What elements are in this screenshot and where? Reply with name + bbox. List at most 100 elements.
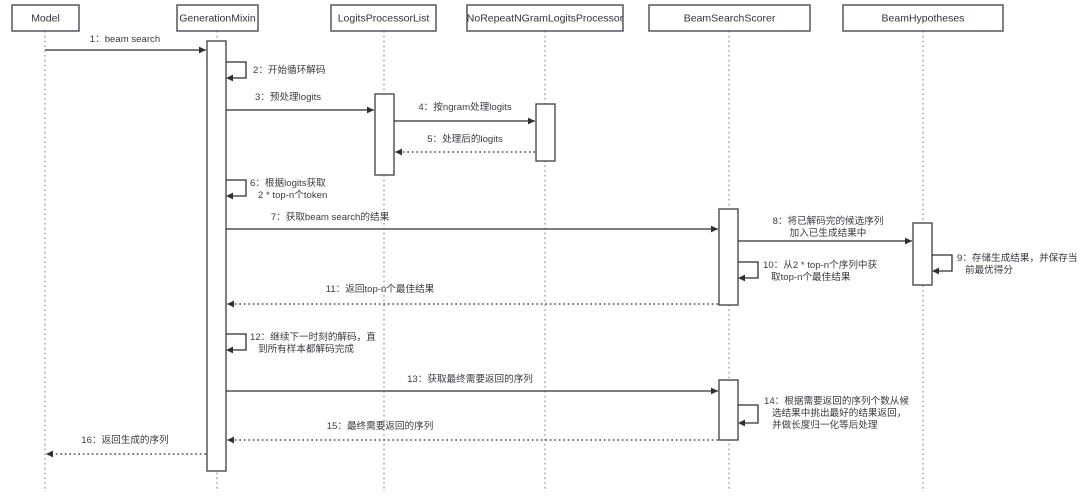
message-arrowhead-6 [226, 192, 233, 200]
message-self-line-10 [738, 261, 759, 279]
message-label-line: 取top-n个最佳结果 [771, 271, 851, 283]
message-label-line: 10：从2 * top-n个序列中获 [763, 259, 878, 271]
activation-bar-act-scorer-1 [718, 208, 739, 306]
participant-box-hypotheses [842, 4, 1004, 32]
participant-genmixin[interactable]: GenerationMixin [176, 4, 259, 32]
message-arrowhead-16 [46, 450, 53, 458]
message-label-line: 16：返回生成的序列 [81, 434, 168, 446]
participant-model[interactable]: Model [11, 4, 80, 32]
participant-label-scorer: BeamSearchScorer [684, 12, 776, 24]
message-self-line-14 [738, 404, 759, 424]
participant-norepeat[interactable]: NoRepeatNGramLogitsProcessor [466, 4, 624, 32]
participant-label-genmixin: GenerationMixin [179, 12, 256, 24]
message-label-2: 2：开始循环解码 [253, 64, 326, 76]
participant-hypotheses[interactable]: BeamHypotheses [842, 4, 1004, 32]
message-label-line: 1：beam search [90, 34, 160, 45]
message-label-line: 4：按ngram处理logits [418, 101, 512, 113]
message-8[interactable]: 8：将已解码完的候选序列加入已生成结果中 [738, 215, 912, 245]
message-label-line: 3：预处理logits [255, 91, 321, 103]
message-label-16: 16：返回生成的序列 [81, 434, 168, 446]
messages-layer: 1：beam search 2：开始循环解码 3：预处理logits 4：按ngram… [45, 34, 1077, 458]
message-self-line-2 [226, 61, 247, 79]
activation-bar-act-genmixin [206, 40, 227, 472]
message-2[interactable]: 2：开始循环解码 [226, 61, 326, 82]
message-label-line: 并做长度归一化等后处理 [772, 419, 878, 431]
message-label-11: 11：返回top-n个最佳结果 [326, 283, 435, 295]
message-label-9: 9：存储生成结果，并保存当前最优得分 [957, 252, 1077, 276]
message-arrowhead-14 [738, 419, 745, 427]
message-label-12: 12：继续下一时刻的解码，直到所有样本都解码完成 [250, 331, 376, 355]
message-arrowhead-5 [395, 148, 402, 156]
message-label-line: 选结果中挑出最好的结果返回， [772, 407, 906, 419]
participant-box-scorer [648, 4, 811, 32]
participant-scorer[interactable]: BeamSearchScorer [648, 4, 811, 32]
message-1[interactable]: 1：beam search [45, 34, 206, 54]
message-15[interactable]: 15：最终需要返回的序列 [227, 420, 718, 444]
message-10[interactable]: 10：从2 * top-n个序列中获取top-n个最佳结果 [738, 259, 878, 283]
participant-box-genmixin [176, 4, 259, 32]
message-label-line: 14：根据需要返回的序列个数从候 [764, 395, 909, 407]
message-label-line: 9：存储生成结果，并保存当 [957, 252, 1077, 264]
message-label-line: 12：继续下一时刻的解码，直 [250, 331, 376, 343]
message-label-line: 6：根据logits获取 [250, 177, 326, 189]
message-self-line-6 [226, 179, 247, 197]
participant-label-hypotheses: BeamHypotheses [882, 12, 965, 24]
message-label-5: 5：处理后的logits [427, 133, 503, 145]
message-label-line: 前最优得分 [965, 264, 1013, 276]
message-arrowhead-11 [227, 300, 234, 308]
message-arrowhead-9 [932, 267, 939, 275]
message-arrowhead-13 [711, 387, 718, 395]
message-13[interactable]: 13：获取最终需要返回的序列 [226, 373, 718, 395]
message-4[interactable]: 4：按ngram处理logits [394, 101, 535, 125]
message-arrowhead-7 [711, 225, 718, 233]
message-label-line: 2 * top-n个token [258, 190, 327, 201]
participant-box-lplist [330, 4, 437, 32]
message-3[interactable]: 3：预处理logits [226, 91, 374, 114]
activation-bar-act-norepeat [535, 103, 556, 162]
activations-layer [206, 40, 933, 472]
message-14[interactable]: 14：根据需要返回的序列个数从候选结果中挑出最好的结果返回，并做长度归一化等后处… [738, 395, 909, 431]
message-label-15: 15：最终需要返回的序列 [327, 420, 434, 432]
message-label-line: 到所有样本都解码完成 [258, 343, 354, 355]
activation-bar-act-scorer-2 [718, 379, 739, 441]
message-label-line: 2：开始循环解码 [253, 64, 326, 76]
message-label-10: 10：从2 * top-n个序列中获取top-n个最佳结果 [763, 259, 878, 283]
message-arrowhead-3 [367, 106, 374, 114]
message-12[interactable]: 12：继续下一时刻的解码，直到所有样本都解码完成 [226, 331, 376, 355]
activation-bar-act-hyp-1 [912, 222, 933, 286]
message-label-3: 3：预处理logits [255, 91, 321, 103]
message-11[interactable]: 11：返回top-n个最佳结果 [227, 283, 718, 308]
participant-label-model: Model [31, 12, 60, 24]
message-label-line: 7：获取beam search的结果 [271, 211, 390, 223]
message-7[interactable]: 7：获取beam search的结果 [226, 211, 718, 233]
message-5[interactable]: 5：处理后的logits [395, 133, 535, 156]
participant-box-norepeat [466, 4, 624, 32]
message-label-line: 15：最终需要返回的序列 [327, 420, 434, 432]
message-label-line: 8：将已解码完的候选序列 [773, 215, 884, 227]
message-label-line: 13：获取最终需要返回的序列 [407, 373, 533, 385]
message-label-8: 8：将已解码完的候选序列加入已生成结果中 [773, 215, 884, 239]
message-label-7: 7：获取beam search的结果 [271, 211, 390, 223]
message-label-14: 14：根据需要返回的序列个数从候选结果中挑出最好的结果返回，并做长度归一化等后处… [764, 395, 909, 431]
message-16[interactable]: 16：返回生成的序列 [46, 434, 206, 458]
activation-bar-act-lplist [374, 93, 395, 176]
participant-label-norepeat: NoRepeatNGramLogitsProcessor [467, 12, 624, 24]
message-label-4: 4：按ngram处理logits [418, 101, 512, 113]
message-arrowhead-4 [528, 117, 535, 125]
message-self-line-9 [932, 254, 953, 272]
message-label-line: 11：返回top-n个最佳结果 [326, 283, 435, 295]
message-arrowhead-10 [738, 274, 745, 282]
message-label-line: 加入已生成结果中 [790, 227, 867, 239]
participant-lplist[interactable]: LogitsProcessorList [330, 4, 437, 32]
message-self-line-12 [226, 333, 247, 351]
message-arrowhead-15 [227, 436, 234, 444]
message-arrowhead-8 [905, 237, 912, 245]
message-9[interactable]: 9：存储生成结果，并保存当前最优得分 [932, 252, 1077, 276]
message-label-line: 5：处理后的logits [427, 133, 503, 145]
participant-label-lplist: LogitsProcessorList [338, 12, 430, 24]
participant-box-model [11, 4, 80, 32]
